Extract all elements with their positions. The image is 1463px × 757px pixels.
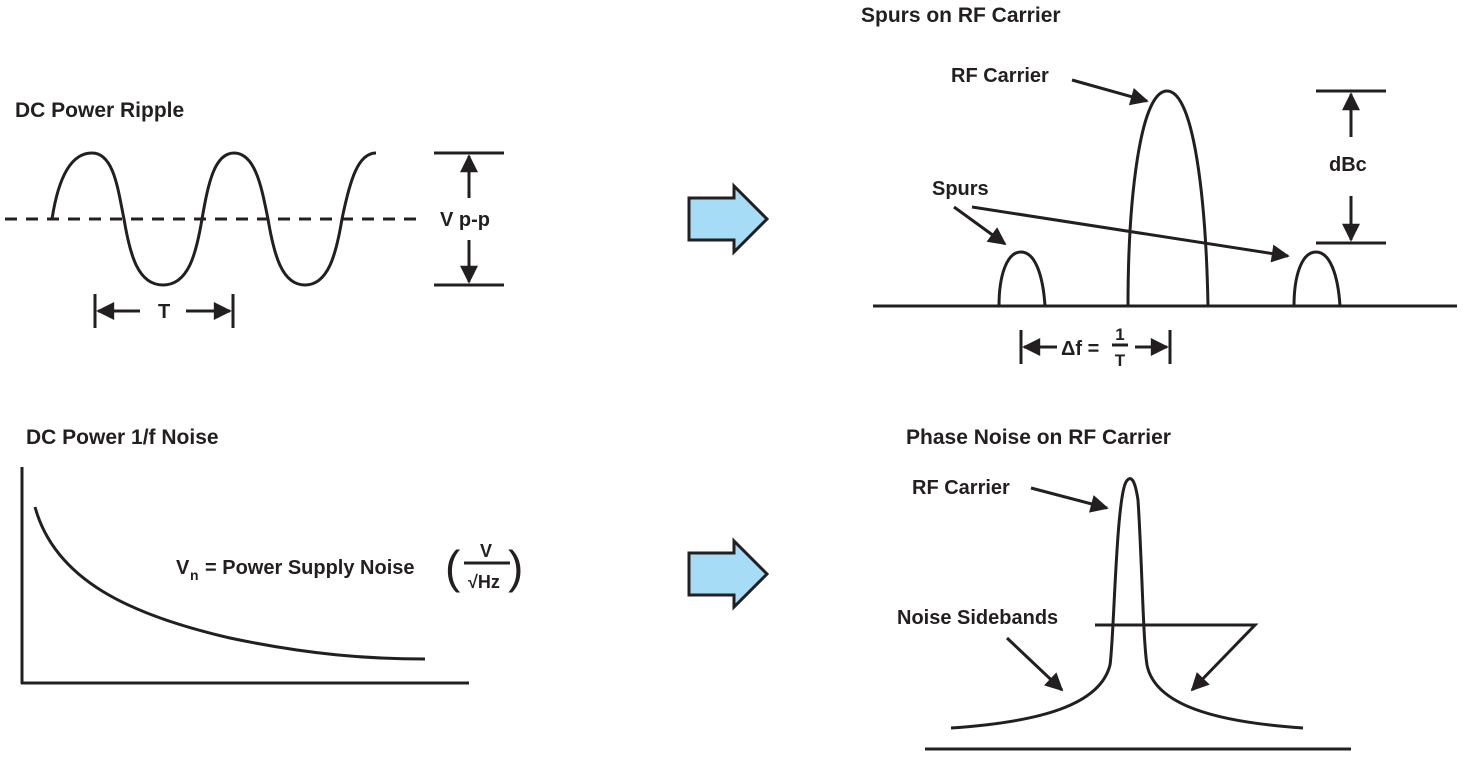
dc-noise-panel: DC Power 1/f Noise V n = Power Supply No… (20, 426, 523, 685)
unit-numerator: V (480, 541, 492, 561)
formula-symbol: V (176, 557, 190, 579)
left-sideband-pointer-arrow-icon (1005, 636, 1064, 692)
phase-noise-panel: Phase Noise on RF Carrier RF Carrier Noi… (897, 426, 1351, 751)
spurs-panel: Spurs on RF Carrier RF Carrier Spurs dBc… (861, 4, 1457, 370)
ripple-waveform (50, 151, 377, 287)
unit-denominator: √Hz (468, 572, 500, 592)
vpp-label: V p-p (440, 209, 490, 231)
formula-right-paren: ) (508, 541, 523, 593)
left-spur-pointer-arrow-icon (953, 205, 1007, 246)
spacing-numerator: 1 (1115, 325, 1124, 344)
phase-noise-title: Phase Noise on RF Carrier (906, 426, 1171, 449)
phase-noise-spectrum (950, 477, 1304, 730)
rf-carrier-peak (1126, 89, 1210, 307)
right-arrow-icon (687, 182, 770, 256)
spurs-label: Spurs (932, 178, 989, 200)
one-over-f-noise-curve (33, 506, 426, 661)
phase-carrier-pointer-arrow-icon (1030, 486, 1109, 513)
left-spur-peak (997, 250, 1047, 307)
spacing-label-prefix: Δf = (1061, 338, 1099, 360)
sidebands-label: Noise Sidebands (897, 607, 1058, 629)
formula-text: = Power Supply Noise (205, 557, 415, 579)
formula-left-paren: ( (445, 541, 461, 593)
carrier-pointer-arrow-icon (1071, 78, 1149, 106)
spurs-title: Spurs on RF Carrier (861, 4, 1061, 27)
dc-ripple-panel: DC Power Ripple V p-p T (5, 99, 504, 328)
formula-subscript: n (190, 567, 199, 583)
dbc-label: dBc (1329, 154, 1367, 176)
phase-carrier-label: RF Carrier (912, 477, 1010, 499)
period-label: T (158, 301, 170, 323)
right-spur-peak (1292, 250, 1342, 307)
dc-noise-title: DC Power 1/f Noise (26, 426, 219, 449)
right-arrow-icon (687, 537, 770, 611)
spurs-carrier-label: RF Carrier (951, 65, 1049, 87)
right-spur-pointer-arrow-icon (971, 205, 1290, 263)
spacing-denominator: T (1115, 351, 1126, 370)
dc-ripple-title: DC Power Ripple (15, 99, 184, 122)
noise-formula: V n = Power Supply Noise ( V √Hz ) (176, 541, 523, 593)
right-sideband-pointer-arrow-icon (1095, 623, 1259, 692)
